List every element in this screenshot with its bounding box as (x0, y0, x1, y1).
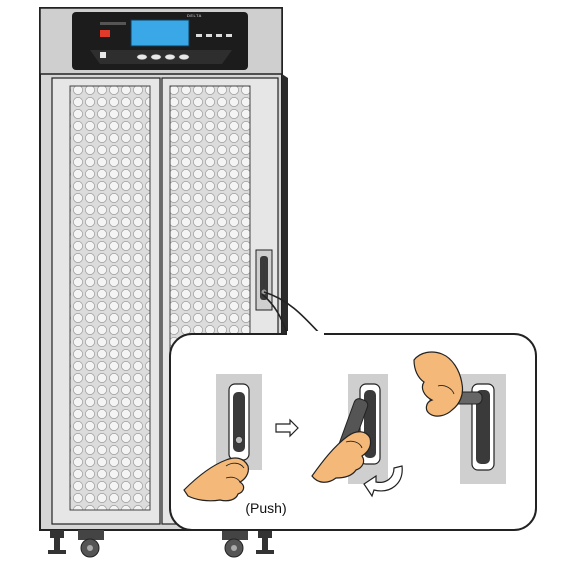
step-1-push (183, 374, 262, 502)
handle-grip-1[interactable] (233, 392, 245, 452)
control-panel (72, 12, 248, 70)
rotate-counterclockwise-icon (363, 465, 403, 498)
left-door (51, 77, 161, 525)
step-3-rotate (413, 351, 506, 484)
alarm-button[interactable] (100, 30, 110, 37)
status-leds (100, 22, 126, 25)
handle-recess-3-inner (476, 390, 490, 464)
lcd-screen (130, 19, 190, 47)
panel-icons (196, 34, 232, 37)
hand-icon (311, 431, 372, 483)
push-label: (Push) (245, 500, 287, 516)
navigation-buttons[interactable] (136, 54, 190, 60)
brand-logo: DELTA (187, 13, 202, 18)
casters (48, 530, 274, 558)
door-handle[interactable] (255, 249, 273, 311)
right-arrow-icon (275, 418, 299, 438)
step-2-pull-out (311, 374, 388, 484)
hand-icon (183, 457, 249, 502)
lock-icon (235, 436, 243, 444)
hand-icon (413, 351, 464, 417)
